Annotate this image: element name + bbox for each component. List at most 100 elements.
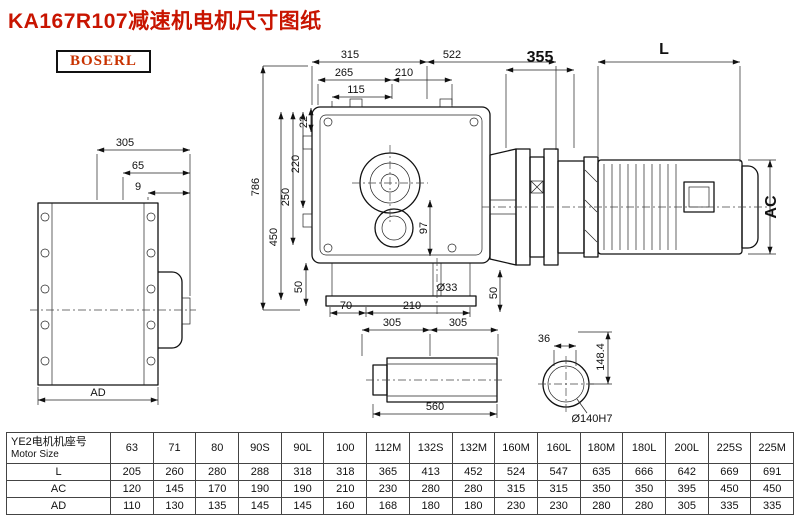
dim-label-22: 22	[298, 116, 310, 128]
brand-logo: BOSERL	[56, 50, 151, 73]
size-cell: 210	[323, 480, 368, 498]
size-cell: 190	[280, 480, 325, 498]
size-cell: 413	[408, 463, 453, 481]
motor-size-header-cn: YE2电机机座号	[11, 436, 87, 448]
bolt-symbol	[530, 180, 544, 194]
size-cell: 230	[366, 480, 410, 498]
size-cell: 635	[579, 463, 624, 481]
size-cell: 110	[110, 497, 154, 515]
size-cell: 280	[451, 480, 496, 498]
front-view-dimensions: 315 522 265 210 115 22 220 250 450 786 9…	[250, 49, 557, 317]
dim-label-265: 265	[335, 67, 353, 79]
page-title: KA167R107减速机电机尺寸图纸	[8, 10, 322, 33]
size-cell: 205	[110, 463, 154, 481]
size-cell: 260	[152, 463, 197, 481]
size-cell: 450	[750, 480, 794, 498]
size-row-label: AC	[6, 480, 111, 498]
size-cell: 669	[707, 463, 752, 481]
dim-label-AD: AD	[90, 387, 105, 399]
size-column-header: 160M	[494, 432, 538, 464]
size-cell: 145	[238, 497, 282, 515]
size-cell: 280	[579, 497, 624, 515]
side-view-dimensions: 305 65 9 AD	[37, 137, 191, 405]
size-column-header: 100	[323, 432, 368, 464]
size-cell: 395	[664, 480, 709, 498]
size-cell: 120	[110, 480, 154, 498]
dim-label-786: 786	[250, 178, 262, 196]
dim-label-AC: AC	[763, 195, 780, 219]
dim-label-148-4: 148.4	[595, 343, 607, 371]
dim-label-305-side: 305	[116, 137, 134, 149]
size-cell: 280	[622, 497, 666, 515]
size-cell: 315	[536, 480, 581, 498]
size-cell: 190	[238, 480, 282, 498]
size-cell: 450	[707, 480, 752, 498]
size-column-header: 71	[152, 432, 197, 464]
size-cell: 452	[451, 463, 496, 481]
size-column-header: 132M	[451, 432, 496, 464]
shaft-view-dimensions: 305 305 560	[361, 317, 499, 418]
size-cell: 280	[408, 480, 453, 498]
size-column-header: 90S	[238, 432, 282, 464]
size-cell: 145	[152, 480, 197, 498]
size-column-header: 180M	[579, 432, 624, 464]
dim-label-450: 450	[268, 228, 280, 246]
size-column-header: 90L	[280, 432, 325, 464]
size-cell: 135	[195, 497, 240, 515]
dimension-drawing: 305 65 9 AD	[30, 41, 780, 425]
size-cell: 145	[280, 497, 325, 515]
dim-label-36: 36	[538, 333, 550, 345]
size-row-label: AD	[6, 497, 111, 515]
dim-label-dia33: Ø33	[437, 282, 458, 294]
dim-label-315: 315	[341, 49, 359, 61]
size-cell: 230	[494, 497, 538, 515]
size-cell: 524	[494, 463, 538, 481]
size-cell: 691	[750, 463, 794, 481]
size-cell: 315	[494, 480, 538, 498]
dim-label-70: 70	[340, 300, 352, 312]
dim-label-210-bottom: 210	[403, 300, 421, 312]
size-cell: 168	[366, 497, 410, 515]
dim-label-65: 65	[132, 160, 144, 172]
size-cell: 160	[323, 497, 368, 515]
dim-label-250: 250	[280, 188, 292, 206]
size-column-header: 80	[195, 432, 240, 464]
flange-view-dimensions: 36 148.4 Ø140H7	[538, 331, 613, 425]
size-column-header: 225S	[707, 432, 752, 464]
terminal-box	[683, 181, 715, 213]
flange-view	[538, 356, 594, 412]
size-column-header: 200L	[664, 432, 709, 464]
front-view	[302, 98, 491, 314]
dim-label-305b: 305	[449, 317, 467, 329]
size-cell: 318	[280, 463, 325, 481]
size-cell: 280	[195, 463, 240, 481]
dim-label-97: 97	[418, 222, 430, 234]
dim-label-560: 560	[426, 401, 444, 413]
size-cell: 180	[408, 497, 453, 515]
dim-label-50-left: 50	[293, 281, 305, 293]
size-cell: 547	[536, 463, 581, 481]
motor-view-dimensions: 355 L AC	[505, 41, 780, 255]
dim-label-355: 355	[527, 49, 554, 66]
size-cell: 170	[195, 480, 240, 498]
dim-label-9: 9	[135, 181, 141, 193]
dim-label-115: 115	[347, 84, 365, 96]
size-cell: 288	[238, 463, 282, 481]
size-column-header: 180L	[622, 432, 666, 464]
size-cell: 305	[664, 497, 709, 515]
dim-label-210-top: 210	[395, 67, 413, 79]
dim-label-dia140H7: Ø140H7	[572, 413, 613, 425]
size-cell: 180	[451, 497, 496, 515]
dim-label-305a: 305	[383, 317, 401, 329]
motor-size-header-en: Motor Size	[11, 449, 59, 460]
dim-label-220: 220	[290, 155, 302, 173]
motor-size-header: YE2电机机座号 Motor Size	[6, 432, 111, 464]
dim-label-522: 522	[443, 49, 461, 61]
size-cell: 130	[152, 497, 197, 515]
side-view	[30, 202, 196, 386]
size-column-header: 132S	[408, 432, 453, 464]
size-column-header: 112M	[366, 432, 410, 464]
